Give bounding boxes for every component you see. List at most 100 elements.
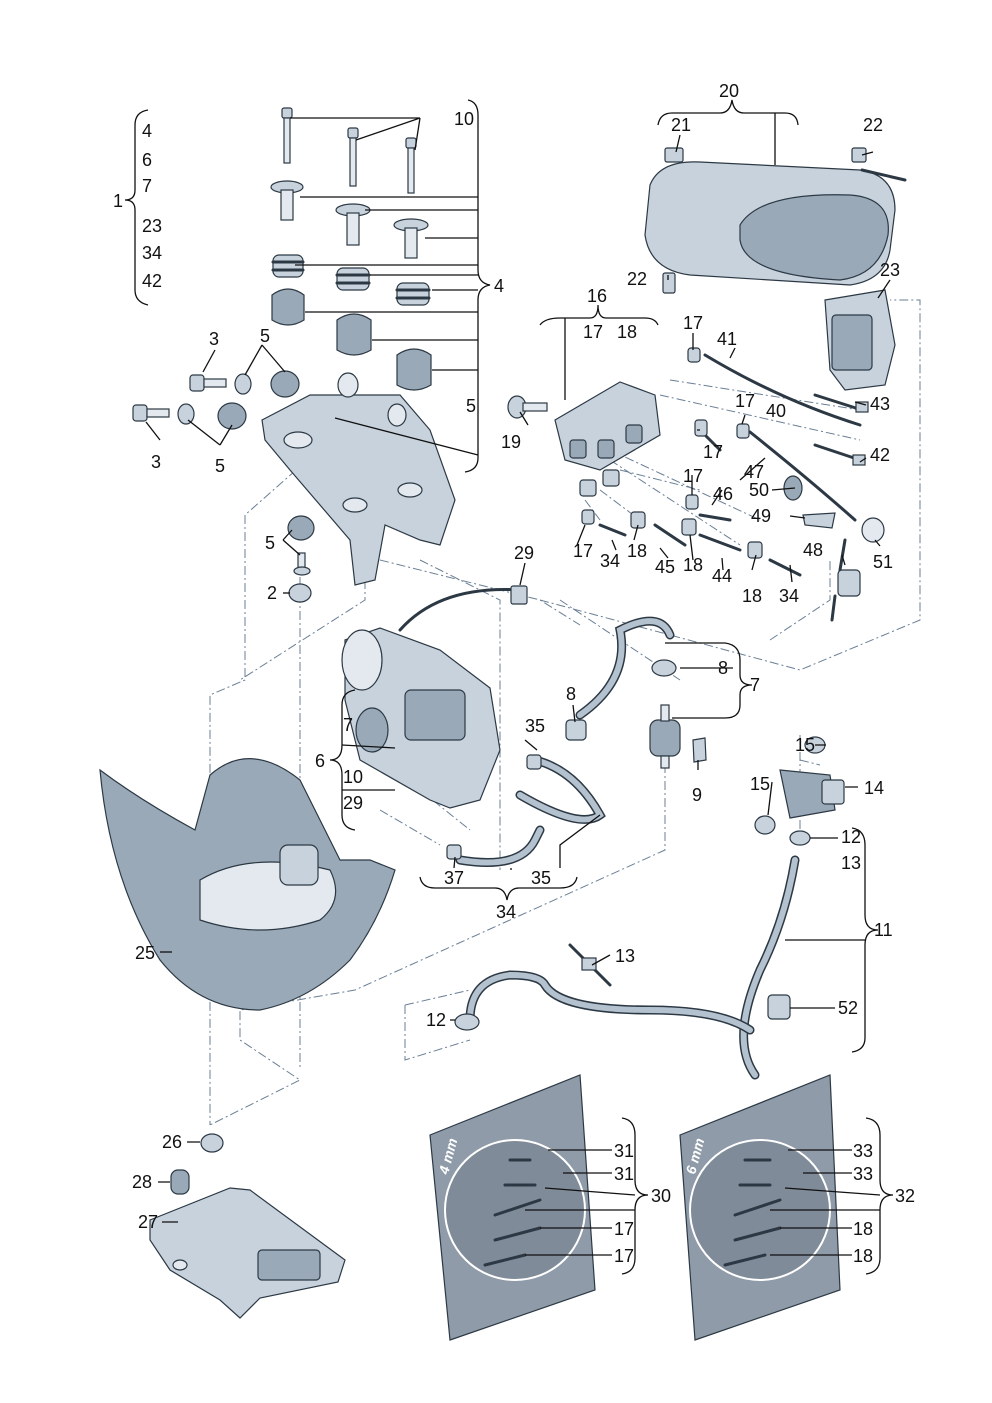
callout: 28 [132, 1172, 152, 1192]
callout: 12 [841, 827, 861, 847]
callout: 18 [853, 1219, 873, 1239]
callout: 15 [750, 774, 770, 794]
callout-labels: 4 6 7 1 23 34 42 10 4 5 3 5 3 5 5 2 20 2… [113, 81, 915, 1266]
callout: 15 [795, 735, 815, 755]
fitting-icon [581, 509, 595, 525]
suspension-control-module-icon [149, 1187, 346, 1319]
callout: 49 [751, 506, 771, 526]
callout: 34 [496, 902, 516, 922]
callout: 42 [870, 445, 890, 465]
callout: 6 [142, 150, 152, 170]
callout: 31 [614, 1164, 634, 1184]
fitting-icon [681, 518, 697, 536]
callout: 16 [587, 286, 607, 306]
callout: 13 [615, 946, 635, 966]
callout: 4 [142, 121, 152, 141]
clip-icon [802, 512, 836, 529]
nut-icon [288, 583, 312, 603]
callout: 6 [315, 751, 325, 771]
hose-clamp-icon [454, 1013, 480, 1031]
mounting-bracket-icon [261, 372, 456, 586]
nut-icon [270, 370, 300, 398]
washer-icon [177, 403, 195, 425]
callout: 25 [135, 943, 155, 963]
callout: 44 [712, 566, 732, 586]
leader-lines [124, 99, 894, 1275]
sleeve-icon [270, 180, 304, 221]
cable-tie-icon [813, 393, 869, 413]
callout: 26 [162, 1132, 182, 1152]
callout: 8 [566, 684, 576, 704]
callout: 12 [426, 1010, 446, 1030]
callout: 42 [142, 271, 162, 291]
spring-icon [271, 254, 305, 278]
cap-icon [170, 1169, 190, 1195]
callout: 17 [583, 322, 603, 342]
callout: 17 [614, 1219, 634, 1239]
callout: 8 [718, 658, 728, 678]
callout: 18 [617, 322, 637, 342]
callout: 37 [444, 868, 464, 888]
callout: 5 [466, 396, 476, 416]
callout: 22 [627, 269, 647, 289]
callout: 18 [683, 555, 703, 575]
air-filter-icon [649, 704, 681, 769]
hose-clamp-icon [526, 754, 542, 770]
control-unit-icon [824, 289, 896, 391]
callout: 27 [138, 1212, 158, 1232]
callout: 47 [744, 462, 764, 482]
callout: 34 [600, 551, 620, 571]
fitting-icon [630, 511, 646, 529]
sensor-icon [830, 538, 861, 622]
callout: 51 [873, 552, 893, 572]
fitting-icon [687, 347, 701, 363]
callout: 5 [260, 326, 270, 346]
protection-pan-icon [99, 758, 396, 1011]
callout: 10 [343, 767, 363, 787]
callout: 7 [343, 715, 353, 735]
callout: 18 [627, 541, 647, 561]
bracket-clip-icon [767, 994, 791, 1020]
callout: 10 [454, 109, 474, 129]
spring-icon [395, 282, 431, 306]
callout: 20 [719, 81, 739, 101]
callout: 21 [671, 115, 691, 135]
callout: 34 [142, 243, 162, 263]
washer-icon [234, 373, 252, 395]
callout: 18 [742, 586, 762, 606]
stud-icon [293, 552, 311, 576]
callout: 7 [142, 176, 152, 196]
callout: 17 [703, 442, 723, 462]
bracket-clip-icon [692, 737, 707, 763]
grommet-icon [861, 517, 885, 543]
callout: 17 [683, 313, 703, 333]
callout: 35 [525, 716, 545, 736]
callout: 14 [864, 778, 884, 798]
pressure-reservoir-icon [644, 147, 907, 294]
callout: 50 [749, 480, 769, 500]
compressor-icon [341, 585, 528, 809]
bolt-icon [405, 137, 417, 194]
callout: 40 [766, 401, 786, 421]
callout: 33 [853, 1141, 873, 1161]
callout: 13 [841, 853, 861, 873]
callout: 23 [880, 260, 900, 280]
callout: 18 [853, 1246, 873, 1266]
cable-tie-icon [813, 443, 866, 466]
cable-tie-icon [568, 943, 612, 987]
callout: 17 [614, 1246, 634, 1266]
callout: 19 [501, 432, 521, 452]
hose-clamp-icon [446, 844, 462, 860]
callout: 9 [692, 785, 702, 805]
callout: 30 [651, 1186, 671, 1206]
rubber-mount-icon [271, 288, 305, 326]
hose-clamp-icon [565, 719, 587, 741]
screw-icon [189, 374, 227, 392]
callout: 45 [655, 557, 675, 577]
callout: 17 [573, 541, 593, 561]
bolt-icon [507, 395, 548, 419]
callout: 32 [895, 1186, 915, 1206]
callout: 22 [863, 115, 883, 135]
callout: 5 [265, 533, 275, 553]
